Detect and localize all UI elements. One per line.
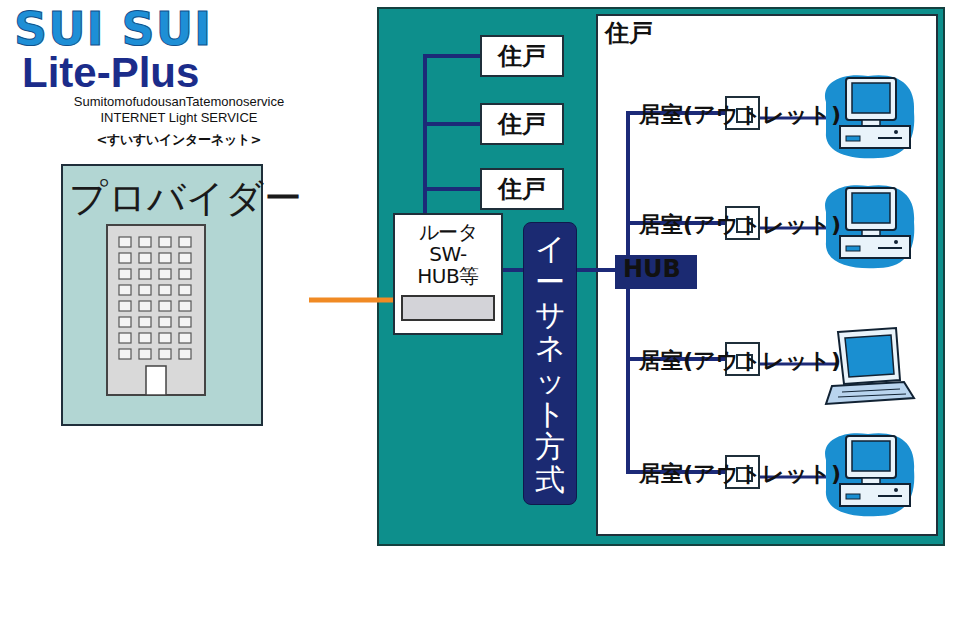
logo-mark: SUI SUI	[14, 6, 212, 52]
outlet-box: 居室(アウトレット)	[725, 455, 760, 489]
connector-line	[503, 268, 523, 272]
node-text: イーサネット方式	[535, 232, 565, 496]
connector-line	[628, 223, 725, 255]
connector-line	[577, 268, 615, 272]
logo: SUI SUILite-PlusSumitomofudousanTatemono…	[14, 6, 374, 149]
outlet-jack	[736, 467, 753, 482]
outlet-jack	[736, 218, 753, 233]
node-text: HUB	[623, 257, 681, 281]
node-text: ルータ SW-HUB等	[417, 221, 478, 287]
logo-name: Lite-Plus	[22, 52, 199, 94]
service-kana: <すいすいインターネット>	[14, 131, 344, 149]
logo-row: SUI SUILite-Plus	[14, 6, 374, 94]
dwelling-box: 住戸	[480, 103, 564, 145]
dwelling-box: 住戸	[480, 168, 564, 210]
node-text: 住戸	[498, 40, 546, 72]
connector-line	[628, 289, 725, 472]
outlet-box: 居室(アウトレット)	[725, 206, 760, 240]
dwelling-area: 住戸 HUB 居室(アウトレット) 居室(アウトレット) 居室(アウトレット) 居室(アウ…	[597, 15, 937, 535]
connector-line	[628, 113, 725, 255]
outlet-jack	[736, 354, 753, 369]
outlet-box: 居室(アウトレット)	[725, 96, 760, 130]
connector-line	[425, 124, 480, 213]
outlet-jack	[736, 108, 753, 123]
ethernet-band: イーサネット方式	[523, 222, 577, 505]
connector-line	[425, 56, 480, 213]
service-name: INTERNET Light SERVICE	[14, 110, 344, 126]
hub-box: HUB	[615, 255, 697, 289]
node-text: 住戸	[498, 108, 546, 140]
dwelling-box: 住戸	[480, 35, 564, 77]
connector-line	[628, 289, 725, 359]
outlet-box: 居室(アウトレット)	[725, 342, 760, 376]
node-text: 住戸	[605, 17, 653, 49]
router-box: ルータ SW-HUB等	[393, 213, 503, 335]
company-name: SumitomofudousanTatemonoservice	[14, 94, 344, 110]
node-text: プロバイダー	[69, 173, 302, 224]
node-text: 住戸	[498, 173, 546, 205]
provider-box: プロバイダー	[62, 165, 309, 425]
port-panel	[401, 295, 495, 321]
connector-line	[425, 189, 480, 213]
connector-line	[309, 298, 393, 303]
